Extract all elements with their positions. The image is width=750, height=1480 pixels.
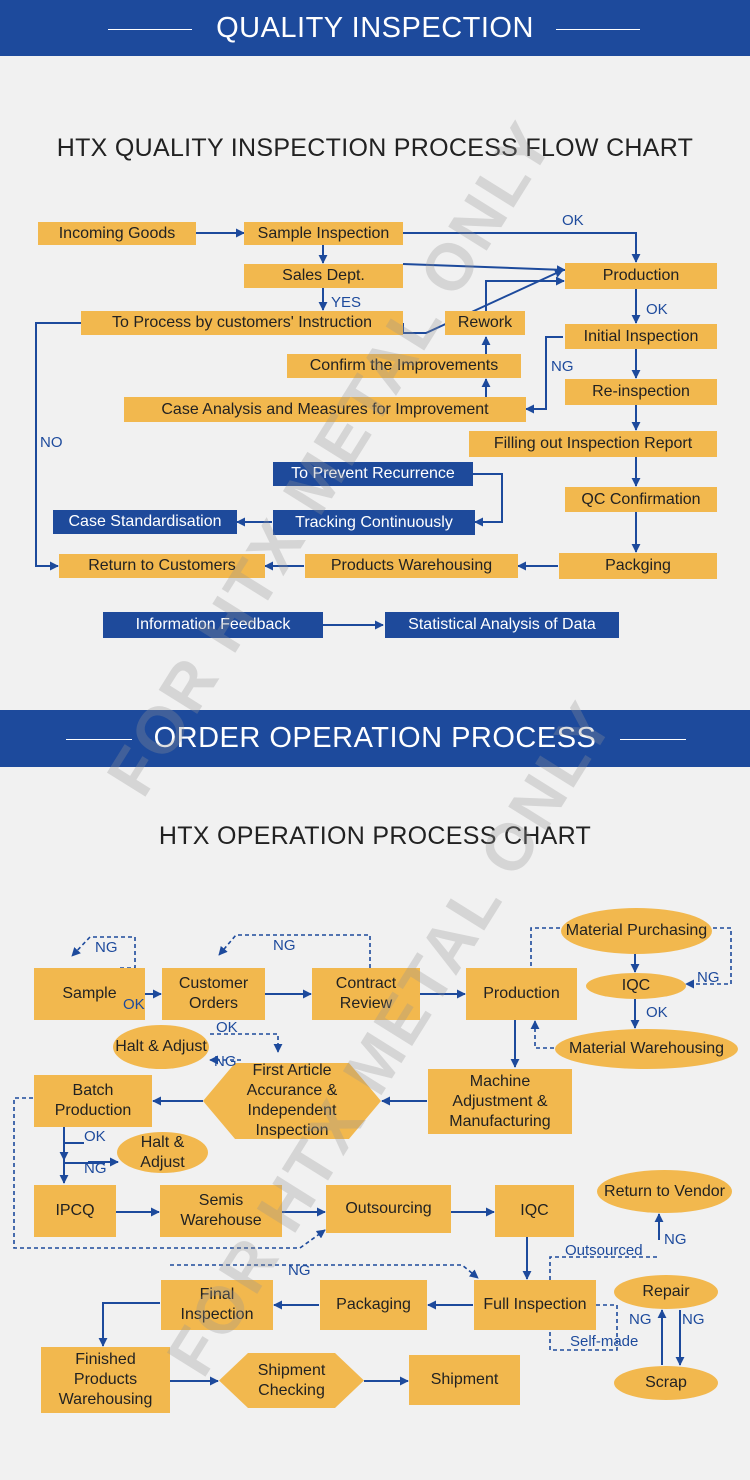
case-analysis-box: Case Analysis and Measures for Improveme… xyxy=(124,397,526,422)
label-ok-halt-1: OK xyxy=(216,1019,238,1036)
label-no: NO xyxy=(40,434,63,451)
first-article-inspection-hexagon: First Article Accurance & Independent In… xyxy=(203,1063,381,1139)
label-ng-sample: NG xyxy=(95,939,118,956)
scrap-oval: Scrap xyxy=(614,1366,718,1400)
sample-box: Sample xyxy=(34,968,145,1020)
prevent-recurrence-box: To Prevent Recurrence xyxy=(273,462,473,486)
shipment-box: Shipment xyxy=(409,1355,520,1405)
return-to-vendor-oval: Return to Vendor xyxy=(597,1170,732,1213)
label-ok-sample: OK xyxy=(562,212,584,229)
banner-rule-right xyxy=(556,29,640,30)
banner-rule-right xyxy=(620,739,686,740)
label-ng-iqc: NG xyxy=(697,969,720,986)
information-feedback-box: Information Feedback xyxy=(103,612,323,638)
ipcq-box: IPCQ xyxy=(34,1185,116,1237)
production-box: Production xyxy=(466,968,577,1020)
packaging-box: Packaging xyxy=(320,1280,427,1330)
contract-review-box: Contract Review xyxy=(312,968,420,1020)
sales-dept-box: Sales Dept. xyxy=(244,264,403,288)
material-warehousing-oval: Material Warehousing xyxy=(555,1029,738,1069)
quality-chart-title: HTX QUALITY INSPECTION PROCESS FLOW CHAR… xyxy=(56,134,694,162)
repair-oval: Repair xyxy=(614,1275,718,1309)
shipment-checking-hexagon: Shipment Checking xyxy=(219,1353,364,1408)
customer-orders-box: Customer Orders xyxy=(162,968,265,1020)
label-ng-repair-left: NG xyxy=(629,1311,652,1328)
order-chart-title: HTX OPERATION PROCESS CHART xyxy=(158,822,592,850)
label-ng-vendor: NG xyxy=(664,1231,687,1248)
return-to-customers-box: Return to Customers xyxy=(59,554,265,578)
rework-box: Rework xyxy=(445,311,525,335)
label-ok-iqc: OK xyxy=(646,1004,668,1021)
label-yes: YES xyxy=(331,294,362,311)
reinspection-box: Re-inspection xyxy=(565,379,717,405)
label-ng-halt-2: NG xyxy=(84,1160,107,1177)
statistical-analysis-box: Statistical Analysis of Data xyxy=(385,612,619,638)
machine-adjustment-box: Machine Adjustment & Manufacturing xyxy=(428,1069,572,1134)
label-self-made: Self-made xyxy=(570,1333,639,1350)
batch-production-box: Batch Production xyxy=(34,1075,152,1127)
outsourcing-box: Outsourcing xyxy=(326,1185,451,1233)
iqc-top-oval: IQC xyxy=(586,973,686,999)
sample-inspection-box: Sample Inspection xyxy=(244,222,403,245)
inspection-report-box: Filling out Inspection Report xyxy=(469,431,717,457)
halt-adjust-oval-2: Halt & Adjust xyxy=(117,1132,208,1173)
order-banner: ORDER OPERATION PROCESS xyxy=(0,710,750,767)
full-inspection-box: Full Inspection xyxy=(474,1280,596,1330)
quality-banner: QUALITY INSPECTION xyxy=(0,0,750,56)
confirm-improvements-box: Confirm the Improvements xyxy=(287,354,521,378)
initial-inspection-box: Initial Inspection xyxy=(565,324,717,349)
iqc-mid-box: IQC xyxy=(495,1185,574,1237)
tracking-continuously-box: Tracking Continuously xyxy=(273,510,475,535)
finished-warehousing-box: Finished Products Warehousing xyxy=(41,1347,170,1413)
case-standardisation-box: Case Standardisation xyxy=(53,510,237,534)
final-inspection-box: Final Inspection xyxy=(161,1280,273,1330)
order-banner-title: ORDER OPERATION PROCESS xyxy=(153,722,597,754)
semis-warehouse-box: Semis Warehouse xyxy=(160,1185,282,1237)
label-ng-initial: NG xyxy=(551,358,574,375)
halt-adjust-oval-1: Halt & Adjust xyxy=(113,1025,209,1069)
products-warehousing-box: Products Warehousing xyxy=(305,554,518,578)
label-ng-halt-1: NG xyxy=(214,1053,237,1070)
label-ok-production: OK xyxy=(646,301,668,318)
label-ok-sample: OK xyxy=(123,996,145,1013)
incoming-goods-box: Incoming Goods xyxy=(38,222,196,245)
packing-box: Packging xyxy=(559,553,717,579)
label-ng-full: NG xyxy=(288,1262,311,1279)
material-purchasing-oval: Material Purchasing xyxy=(561,908,712,954)
banner-rule-left xyxy=(108,29,192,30)
label-ok-halt-2: OK xyxy=(84,1128,106,1145)
production-box: Production xyxy=(565,263,717,289)
label-ng-repair-right: NG xyxy=(682,1311,705,1328)
qc-confirmation-box: QC Confirmation xyxy=(565,487,717,512)
label-outsourced: Outsourced xyxy=(565,1242,643,1259)
label-ng-contract: NG xyxy=(273,937,296,954)
quality-banner-title: QUALITY INSPECTION xyxy=(216,12,534,44)
banner-rule-left xyxy=(66,739,132,740)
process-instruction-box: To Process by customers' Instruction xyxy=(81,311,403,335)
